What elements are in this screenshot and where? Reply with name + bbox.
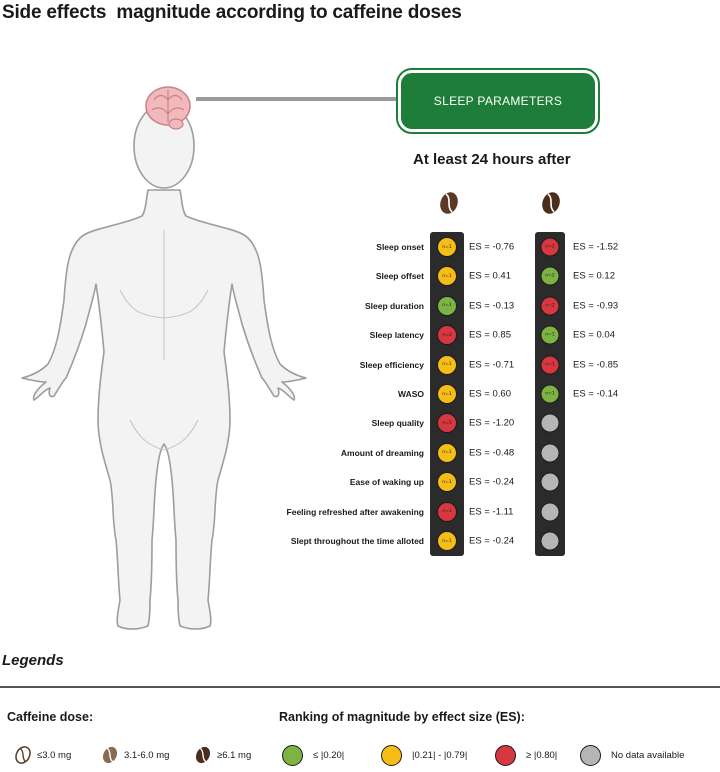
green-dot: n=1: [437, 295, 457, 316]
coffee-bean-icon-low: [15, 746, 31, 764]
effect-size-value: ES = -0.93: [573, 300, 619, 312]
red-dot: n=1: [540, 355, 560, 375]
coffee-bean-icon-medium: [102, 746, 118, 764]
red-dot: n=5: [437, 413, 457, 434]
effect-size-value: ES = -0.24: [469, 535, 515, 547]
yellow-dot-swatch: [381, 745, 402, 766]
effect-size-value: ES = 0.41: [469, 270, 511, 282]
gray-dot: [540, 443, 560, 463]
timing-label: At least 24 hours after: [413, 151, 571, 168]
parameter-label: Sleep duration: [364, 300, 424, 311]
effect-size-value: ES = 0.12: [573, 270, 615, 282]
red-dot: n=1: [437, 501, 457, 522]
green-dot-swatch: [282, 745, 303, 766]
yellow-dot: n=1: [437, 472, 457, 493]
legend-rank-yellow-text: |0.21| - |0.79|: [412, 750, 468, 761]
red-dot-swatch: [495, 745, 516, 766]
yellow-dot: n=1: [437, 531, 457, 551]
sleep-parameters-box: SLEEP PARAMETERS: [396, 68, 600, 134]
yellow-dot: n=1: [437, 442, 457, 463]
gray-dot: [540, 472, 560, 492]
brain-connector-line: [196, 97, 396, 101]
yellow-dot: n=1: [437, 354, 457, 375]
effect-size-value: ES = -0.48: [469, 447, 515, 459]
legend-dose-high-text: ≥6.1 mg: [217, 749, 252, 761]
legend-rank-green-text: ≤ |0.20|: [313, 750, 345, 761]
legend-rank-gray: No data available: [580, 745, 684, 766]
legend-rank-red-text: ≥ |0.80|: [526, 750, 558, 761]
parameter-label: Ease of waking up: [349, 477, 424, 488]
legend-rank-gray-text: No data available: [611, 750, 685, 761]
parameter-label: Feeling refreshed after awakening: [286, 506, 424, 517]
gray-dot: [540, 531, 560, 551]
gray-dot: [540, 413, 560, 433]
gray-dot: [540, 502, 560, 522]
legend-rank-red: ≥ |0.80|: [495, 745, 557, 766]
parameter-label: Sleep latency: [369, 330, 424, 341]
effect-size-value: ES = 0.04: [573, 329, 615, 341]
legend-dose-low-text: ≤3.0 mg: [37, 749, 72, 761]
effect-size-value: ES = -0.85: [573, 359, 619, 371]
effect-size-value: ES = -0.71: [469, 359, 515, 371]
green-dot: n=1: [540, 325, 560, 345]
red-dot: n=2: [437, 325, 457, 346]
yellow-dot: n=1: [437, 266, 457, 287]
legend-dose-medium: 3.1-6.0 mg: [100, 745, 169, 765]
legend-rank-green: ≤ |0.20|: [282, 745, 344, 766]
effect-size-value: ES = -1.20: [469, 417, 515, 429]
legend-dose-high: ≥6.1 mg: [193, 745, 251, 765]
green-dot: n=1: [540, 384, 560, 404]
legend-dose-low: ≤3.0 mg: [13, 745, 71, 765]
parameter-label: Slept throughout the time alloted: [290, 536, 424, 546]
legend-rank-yellow: |0.21| - |0.79|: [381, 745, 467, 766]
yellow-dot: n=1: [437, 237, 457, 257]
coffee-bean-icon-high: [195, 746, 211, 764]
effect-size-value: ES = 0.85: [469, 329, 511, 341]
red-dot: n=2: [540, 237, 560, 257]
red-dot: n=2: [540, 296, 560, 316]
green-dot: n=2: [540, 266, 560, 286]
parameter-label: Sleep efficiency: [359, 359, 424, 370]
caffeine-dose-heading: Caffeine dose:: [7, 710, 94, 724]
coffee-bean-icon-high: [542, 192, 560, 214]
figure-title: Side effects magnitude according to caff…: [2, 2, 462, 23]
parameter-label: Sleep quality: [371, 418, 424, 429]
parameter-label: Sleep offset: [375, 271, 424, 282]
gray-dot-swatch: [580, 745, 601, 766]
effect-size-value: ES = 0.60: [469, 388, 511, 400]
legends-title: Legends: [2, 652, 64, 669]
effect-size-value: ES = -0.24: [469, 476, 515, 488]
effect-size-value: ES = -0.13: [469, 300, 515, 312]
human-body-figure: [21, 86, 307, 630]
effect-size-value: ES = -1.11: [469, 506, 514, 518]
effect-size-value: ES = -0.76: [469, 241, 515, 253]
ranking-heading: Ranking of magnitude by effect size (ES)…: [279, 710, 525, 724]
effect-size-value: ES = -1.52: [573, 241, 619, 253]
coffee-bean-icon-medium: [440, 192, 458, 214]
parameter-label: Amount of dreaming: [340, 447, 424, 458]
effect-size-value: ES = -0.14: [573, 388, 619, 400]
legend-dose-medium-text: 3.1-6.0 mg: [124, 749, 170, 761]
parameter-label: WASO: [398, 389, 424, 399]
brain-icon: [145, 86, 191, 130]
yellow-dot: n=1: [437, 384, 457, 404]
legend-divider: [0, 686, 720, 688]
parameter-label: Sleep onset: [376, 242, 424, 252]
